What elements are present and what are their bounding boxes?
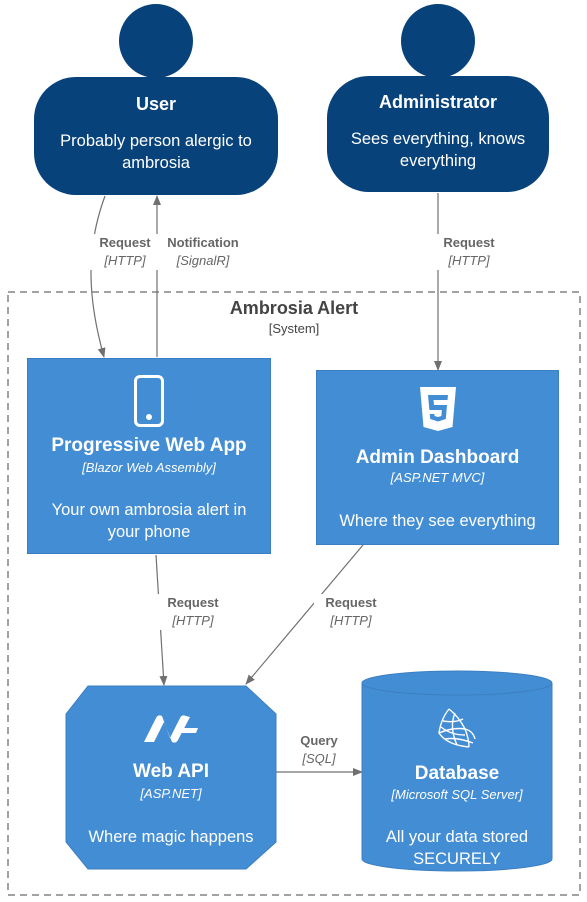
label-user-to-pwa: Request [HTTP] — [88, 234, 162, 270]
label-pwa-to-api: Request [HTTP] — [156, 594, 230, 630]
label-api-to-db: Query [SQL] — [290, 732, 348, 768]
html5-icon — [420, 387, 456, 431]
label-pwa-to-user-text: Notification — [167, 235, 239, 250]
label-api-to-db-text: Query — [300, 733, 338, 748]
admin-dashboard-container[interactable]: Admin Dashboard [ASP.NET MVC] Where they… — [316, 370, 559, 545]
user-head-icon — [119, 4, 193, 78]
label-pwa-to-api-tech: [HTTP] — [172, 613, 214, 628]
web-api-description: Where magic happens — [88, 828, 254, 846]
database-tech: [Microsoft SQL Server] — [391, 787, 523, 802]
user-description: Probably person alergic to ambrosia — [60, 132, 252, 172]
arrow-dashboard-to-api — [245, 544, 364, 685]
dotnet-icon — [144, 715, 198, 743]
admin-dashboard-tech: [ASP.NET MVC] — [390, 470, 485, 485]
label-pwa-to-api-text: Request — [167, 595, 219, 610]
pwa-title: Progressive Web App — [51, 435, 247, 456]
label-dashboard-to-api-text: Request — [325, 595, 377, 610]
label-dashboard-to-api: Request [HTTP] — [314, 594, 388, 630]
admin-description: Sees everything, knows everything — [350, 130, 526, 170]
user-title: User — [135, 94, 177, 114]
admin-head-icon — [401, 4, 475, 78]
web-api-shape — [65, 685, 277, 870]
label-dashboard-to-api-tech: [HTTP] — [330, 613, 372, 628]
system-type: [System] — [268, 321, 320, 336]
label-admin-to-dashboard-tech: [HTTP] — [448, 253, 490, 268]
label-api-to-db-tech: [SQL] — [302, 751, 336, 766]
label-user-to-pwa-tech: [HTTP] — [104, 253, 146, 268]
smartphone-icon — [134, 375, 164, 427]
system-title: Ambrosia Alert — [229, 298, 359, 318]
user-person[interactable]: User Probably person alergic to ambrosia — [34, 77, 278, 195]
pwa-description: Your own ambrosia alert in your phone — [51, 501, 247, 541]
pwa-tech: [Blazor Web Assembly] — [82, 460, 216, 475]
sql-server-icon — [438, 708, 476, 748]
admin-dashboard-description: Where they see everything — [339, 512, 536, 530]
pwa-container[interactable]: Progressive Web App [Blazor Web Assembly… — [27, 358, 271, 554]
web-api-title: Web API — [132, 761, 209, 782]
database-description: All your data stored SECURELY — [385, 828, 529, 868]
label-pwa-to-user: Notification [SignalR] — [160, 234, 246, 270]
label-admin-to-dashboard: Request [HTTP] — [432, 234, 506, 270]
web-api-tech: [ASP.NET] — [140, 786, 202, 801]
label-admin-to-dashboard-text: Request — [443, 235, 495, 250]
admin-person[interactable]: Administrator Sees everything, knows eve… — [327, 76, 549, 192]
arrow-user-to-pwa — [90, 195, 106, 358]
admin-title: Administrator — [378, 92, 497, 112]
database-shape — [361, 670, 553, 872]
web-api-container[interactable]: Web API [ASP.NET] Where magic happens — [66, 686, 276, 869]
database-title: Database — [414, 763, 500, 784]
label-pwa-to-user-tech: [SignalR] — [176, 253, 230, 268]
admin-dashboard-title: Admin Dashboard — [355, 447, 520, 468]
database-container[interactable]: Database [Microsoft SQL Server] All your… — [362, 695, 552, 871]
label-user-to-pwa-text: Request — [99, 235, 151, 250]
